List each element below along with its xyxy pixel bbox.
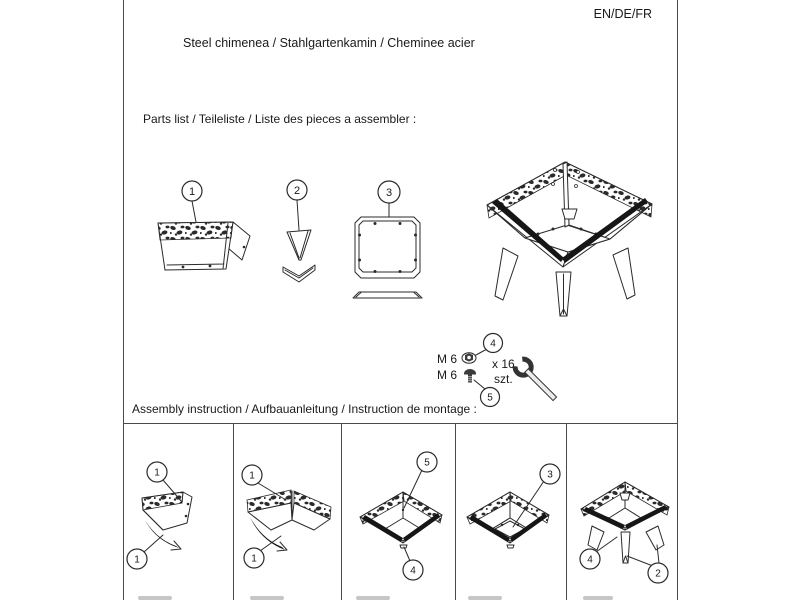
language-label: EN/DE/FR <box>593 7 652 21</box>
nut-icon <box>461 352 477 364</box>
svg-text:1: 1 <box>251 554 257 565</box>
steps-divider-4 <box>566 423 567 600</box>
svg-text:3: 3 <box>547 470 553 481</box>
step-5-callout-a: 4 <box>579 536 618 570</box>
step-5-diagram: 4 2 <box>579 481 670 600</box>
svg-text:4: 4 <box>490 339 496 350</box>
step-2-diagram: 1 1 <box>241 464 332 600</box>
step-4-diagram: 3 <box>466 463 561 600</box>
svg-text:1: 1 <box>249 471 255 482</box>
step-2-callout-a: 1 <box>241 464 287 501</box>
steps-divider-2 <box>341 423 342 600</box>
step-1-callout-a: 1 <box>146 461 183 503</box>
step-4-drawing <box>466 491 550 549</box>
side-panel-diagram: 1 <box>157 180 251 271</box>
page-right-border <box>677 0 678 600</box>
page-left-border <box>123 0 124 600</box>
svg-text:5: 5 <box>424 458 430 469</box>
bolt-icon <box>464 369 476 383</box>
parts-list-heading: Parts list / Teileliste / Liste des piec… <box>143 112 417 126</box>
leg-drawing <box>282 229 316 283</box>
side-panel-drawing <box>157 221 251 271</box>
step-1-callout-b: 1 <box>126 534 164 570</box>
callout-2: 2 <box>286 179 308 231</box>
legs <box>494 247 636 317</box>
rim-shade-right <box>562 198 648 263</box>
callout-5: 5 <box>473 379 501 408</box>
steps-divider-1 <box>233 423 234 600</box>
callout-3: 3 <box>377 180 401 218</box>
step-2-callout-b: 1 <box>243 535 282 569</box>
svg-text:1: 1 <box>189 186 195 198</box>
assembled-chimenea-diagram <box>486 161 653 317</box>
svg-text:2: 2 <box>294 185 300 197</box>
step-3-diagram: 5 4 <box>356 451 443 600</box>
callout-1: 1 <box>181 180 203 223</box>
svg-text:4: 4 <box>587 555 593 566</box>
step-1-diagram: 1 1 <box>126 461 193 600</box>
steps-table-top-border <box>123 423 678 424</box>
bolt-size-label: M 6 <box>437 368 457 382</box>
bowl <box>486 161 653 268</box>
cut-off-next-row-content <box>583 596 613 600</box>
cut-off-next-row-content <box>468 596 502 600</box>
step-2-drawing <box>246 489 332 552</box>
leg-diagram: 2 <box>282 179 316 283</box>
svg-text:1: 1 <box>134 555 140 566</box>
svg-text:2: 2 <box>655 569 661 580</box>
wrench-icon <box>512 356 558 402</box>
page-title: Steel chimenea / Stahlgartenkamin / Chem… <box>183 36 475 50</box>
svg-text:4: 4 <box>410 566 416 577</box>
svg-text:5: 5 <box>487 393 493 404</box>
nut-size-label: M 6 <box>437 352 457 366</box>
step-4-callout: 3 <box>512 463 561 528</box>
step-5-drawing <box>580 481 670 564</box>
rim-shade-left <box>492 199 564 262</box>
step-1-drawing <box>141 491 193 551</box>
svg-text:3: 3 <box>386 187 392 199</box>
step-3-callout-a: 5 <box>403 451 438 509</box>
assembly-heading: Assembly instruction / Aufbauanleitung /… <box>132 402 477 416</box>
quantity-label: x 16 <box>492 357 515 371</box>
step-5-callout-b: 2 <box>626 544 669 584</box>
steps-divider-3 <box>455 423 456 600</box>
cut-off-next-row-content <box>250 596 284 600</box>
step-3-drawing <box>359 491 443 549</box>
callout-4: 4 <box>475 332 504 356</box>
quantity-unit-label: szt. <box>494 372 513 386</box>
cut-off-next-row-content <box>138 596 172 600</box>
hardware-diagram: M 6 M 6 x 16 szt. 4 5 <box>437 332 558 408</box>
step-3-callout-b: 4 <box>402 546 424 581</box>
base-plate-diagram: 3 <box>352 180 423 299</box>
svg-text:1: 1 <box>154 468 160 479</box>
cut-off-next-row-content <box>356 596 390 600</box>
base-plate-drawing <box>352 216 423 299</box>
